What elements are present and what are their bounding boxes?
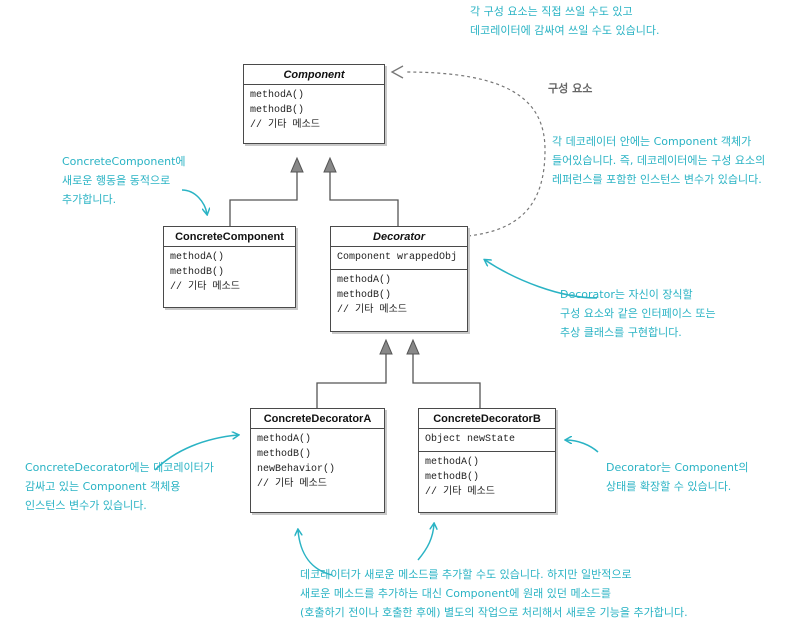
method: methodB() (337, 290, 392, 301)
class-concrete-component-name: ConcreteComponent (164, 227, 295, 247)
method: // 기타 메소드 (250, 120, 321, 131)
method: methodA() (250, 90, 305, 101)
class-decorator-fields: Component wrappedObj (331, 247, 467, 269)
note-line: 각 데코레이터 안에는 Component 객체가 (552, 135, 752, 148)
note-line: 추상 클래스를 구현합니다. (560, 326, 682, 339)
method: methodA() (257, 434, 312, 445)
note-decorator-wraps: 각 데코레이터 안에는 Component 객체가 들어있습니다. 즉, 데코레… (552, 132, 765, 189)
class-concrete-decorator-a-methods: methodA() methodB() newBehavior() // 기타 … (251, 429, 384, 496)
note-line: 각 구성 요소는 직접 쓰일 수도 있고 (470, 5, 633, 18)
note-line: 새로운 메소드를 추가하는 대신 Component에 원래 있던 메소드를 (300, 587, 611, 600)
class-decorator: Decorator Component wrappedObj methodA()… (330, 226, 468, 332)
note-line: 들어있습니다. 즉, 데코레이터에는 구성 요소의 (552, 154, 766, 167)
method: methodB() (425, 472, 480, 483)
method: // 기타 메소드 (170, 282, 241, 293)
class-component-name: Component (244, 65, 384, 85)
class-decorator-name: Decorator (331, 227, 467, 247)
composition-link (390, 65, 546, 237)
annotation-arrow-new-methods-a (298, 530, 333, 576)
note-line: 레퍼런스를 포함한 인스턴스 변수가 있습니다. (552, 173, 762, 186)
method: methodB() (170, 267, 225, 278)
class-concrete-component-methods: methodA() methodB() // 기타 메소드 (164, 247, 295, 299)
method: methodA() (337, 275, 392, 286)
annotation-arrow-new-methods-b (417, 524, 434, 561)
annotation-arrow-decorator (485, 260, 598, 299)
class-component-methods: methodA() methodB() // 기타 메소드 (244, 85, 384, 137)
note-line: ConcreteDecorator에는 데코레이터가 (25, 461, 214, 474)
note-line: 상태를 확장할 수 있습니다. (606, 480, 732, 493)
field: Component wrappedObj (337, 252, 458, 263)
note-concrete-decorator: ConcreteDecorator에는 데코레이터가 감싸고 있는 Compon… (25, 458, 214, 515)
class-concrete-component: ConcreteComponent methodA() methodB() //… (163, 226, 296, 308)
note-line: 새로운 행동을 동적으로 (62, 174, 171, 187)
class-component: Component methodA() methodB() // 기타 메소드 (243, 64, 385, 144)
class-concrete-decorator-b-name: ConcreteDecoratorB (419, 409, 555, 429)
note-line: Decorator는 자신이 장식할 (560, 288, 693, 301)
method: methodA() (170, 252, 225, 263)
note-concrete-component: ConcreteComponent에 새로운 행동을 동적으로 추가합니다. (62, 152, 186, 209)
note-line: 데코레이터에 감싸여 쓰일 수도 있습니다. (470, 24, 660, 37)
method: methodB() (257, 449, 312, 460)
note-line: 추가합니다. (62, 193, 117, 206)
method: methodA() (425, 457, 480, 468)
class-concrete-decorator-a-name: ConcreteDecoratorA (251, 409, 384, 429)
inheritance-concrete-component (229, 156, 304, 226)
field: Object newState (425, 434, 516, 445)
note-new-methods: 데코레이터가 새로운 메소드를 추가할 수도 있습니다. 하지만 일반적으로 새… (300, 565, 688, 622)
note-line: ConcreteComponent에 (62, 155, 186, 168)
note-line: 데코레이터가 새로운 메소드를 추가할 수도 있습니다. 하지만 일반적으로 (300, 568, 632, 581)
note-line: Decorator는 Component의 (606, 461, 749, 474)
class-concrete-decorator-a: ConcreteDecoratorA methodA() methodB() n… (250, 408, 385, 513)
class-concrete-decorator-b-methods: methodA() methodB() // 기타 메소드 (419, 451, 555, 504)
note-top: 각 구성 요소는 직접 쓰일 수도 있고 데코레이터에 감싸여 쓰일 수도 있습… (470, 2, 660, 40)
method: newBehavior() (257, 464, 336, 475)
inheritance-concrete-decorator-a (316, 338, 393, 408)
note-decorator-implements: Decorator는 자신이 장식할 구성 요소와 같은 인터페이스 또는 추상… (560, 285, 716, 342)
annotation-arrow-concrete-component (181, 189, 207, 214)
note-line: 구성 요소와 같은 인터페이스 또는 (560, 307, 716, 320)
inheritance-concrete-decorator-b (406, 338, 481, 408)
note-line: (호출하기 전이나 호출한 후에) 별도의 작업으로 처리해서 새로운 기능을 … (300, 606, 688, 619)
note-line: 인스턴스 변수가 있습니다. (25, 499, 147, 512)
note-extend-state: Decorator는 Component의 상태를 확장할 수 있습니다. (606, 458, 748, 496)
class-concrete-decorator-b: ConcreteDecoratorB Object newState metho… (418, 408, 556, 513)
inheritance-decorator (323, 156, 399, 226)
method: // 기타 메소드 (337, 305, 408, 316)
composition-label: 구성 요소 (548, 82, 593, 95)
annotation-arrow-extend-state (566, 440, 599, 453)
class-decorator-methods: methodA() methodB() // 기타 메소드 (331, 269, 467, 322)
note-line: 감싸고 있는 Component 객체용 (25, 480, 181, 493)
method: // 기타 메소드 (425, 487, 496, 498)
method: methodB() (250, 105, 305, 116)
class-concrete-decorator-b-fields: Object newState (419, 429, 555, 451)
method: // 기타 메소드 (257, 479, 328, 490)
annotation-arrow-concrete-decorator (154, 435, 238, 471)
